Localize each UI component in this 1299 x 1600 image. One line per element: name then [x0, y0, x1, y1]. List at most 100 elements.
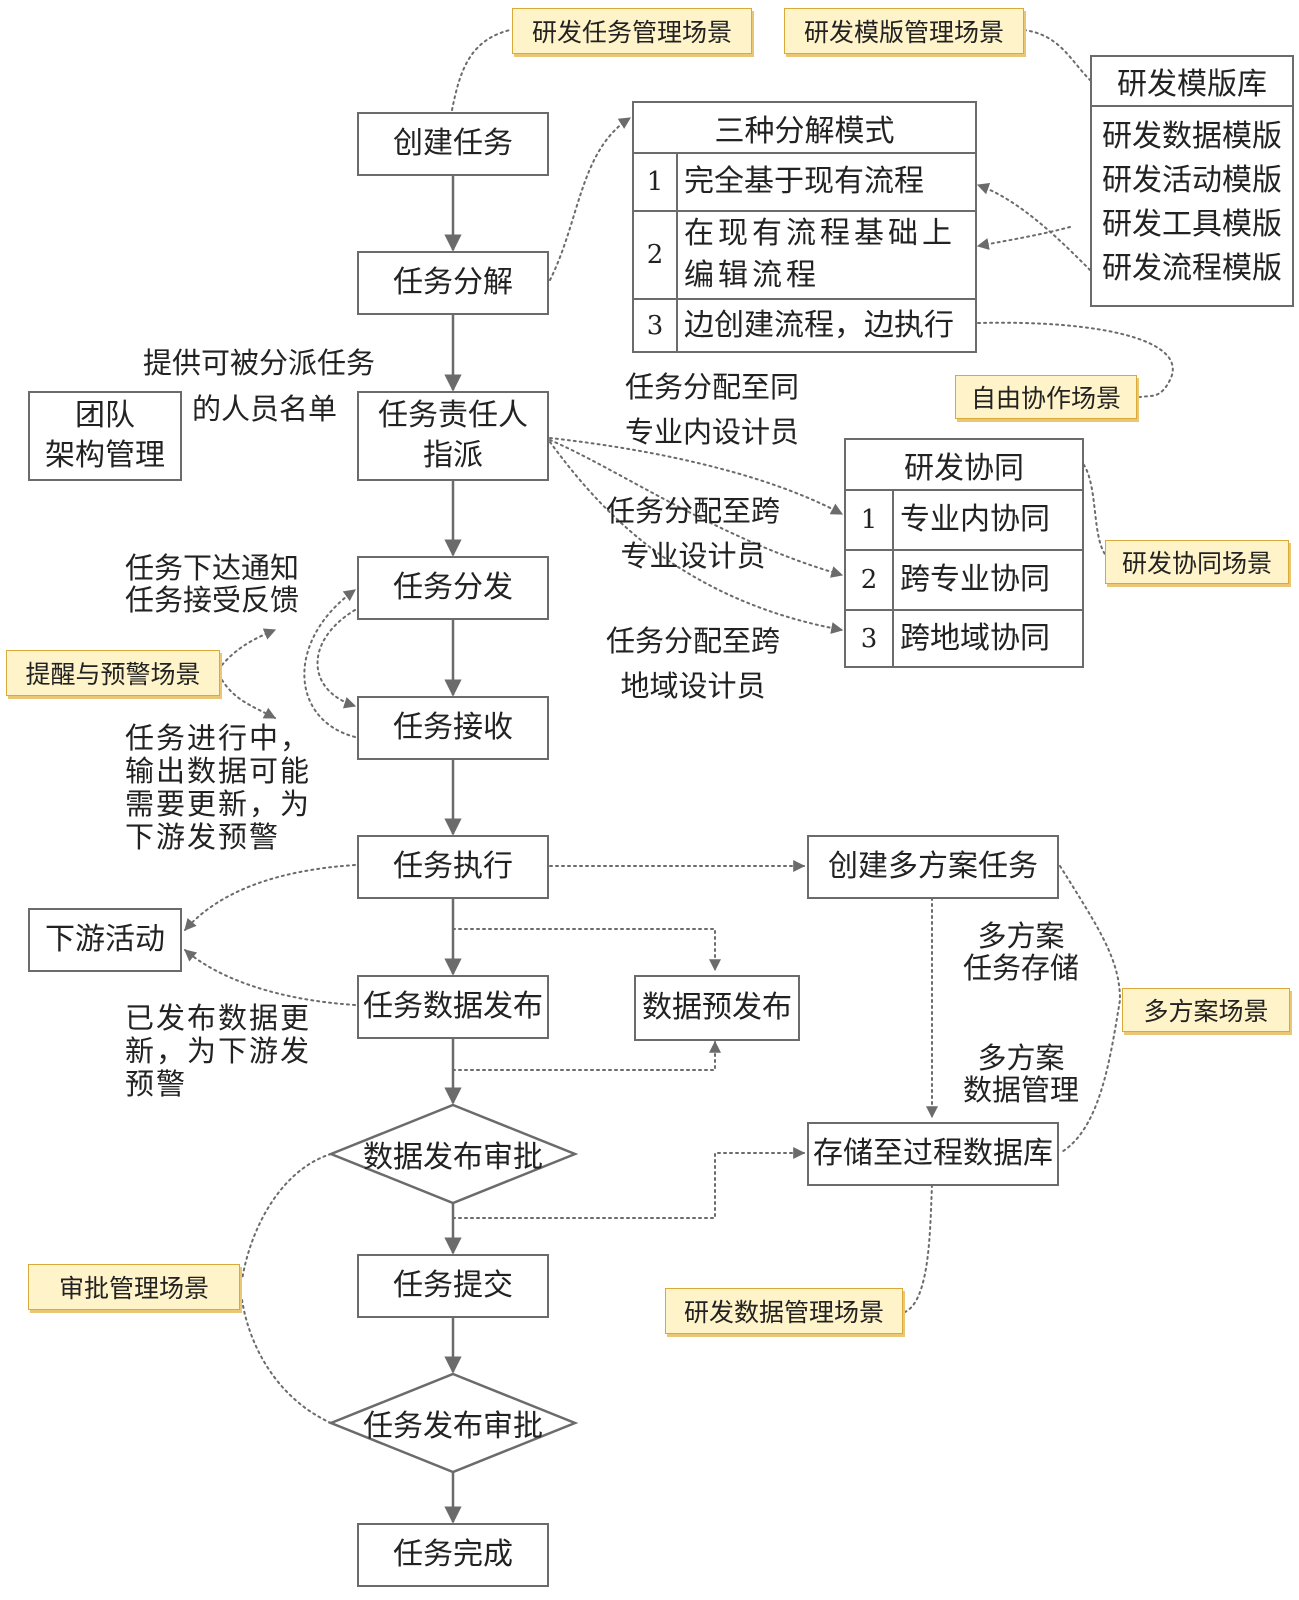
store-db-box: 存储至过程数据库: [807, 1122, 1059, 1186]
mode-text: 边创建流程，边执行: [684, 307, 954, 343]
task-approval-label: 任务发布审批: [363, 1409, 543, 1444]
collab-row: 1 专业内协同: [846, 491, 1082, 551]
library-item: 研发活动模版: [1102, 163, 1282, 198]
multi-data-line2: 数据管理: [963, 1073, 1080, 1108]
multi-data-line1: 多方案: [977, 1041, 1065, 1075]
downstream-box: 下游活动: [28, 908, 182, 972]
library-items: 研发数据模版 研发活动模版 研发工具模版 研发流程模版: [1092, 107, 1292, 291]
mode-num: 1: [634, 154, 678, 210]
collab-table: 研发协同 1 专业内协同 2 跨专业协同 3 跨地域协同: [844, 438, 1084, 668]
link-library-mode1: [976, 182, 1091, 271]
collab-num: 2: [846, 551, 894, 609]
collab-num: 1: [846, 491, 894, 549]
team-structure-box: 团队 架构管理: [28, 391, 182, 481]
link-collab-scene: [1079, 459, 1109, 559]
cross-major-line1: 任务分配至跨: [606, 494, 781, 528]
link-alert-progress: [221, 679, 277, 719]
assign-box: 任务责任人 指派: [357, 391, 549, 481]
same-major-label: 任务分配至同 专业内设计员: [625, 370, 799, 450]
template-library: 研发模版库 研发数据模版 研发活动模版 研发工具模版 研发流程模版: [1090, 55, 1294, 307]
mode-row: 3 边创建流程，边执行: [634, 300, 975, 351]
library-item: 研发工具模版: [1102, 207, 1282, 242]
link-alert-notify: [221, 628, 277, 666]
modes-table: 三种分解模式 1 完全基于现有流程 2 在现有流程基础上编辑流程 3 边创建流程…: [632, 101, 977, 353]
team-line2: 架构管理: [45, 438, 165, 473]
collab-text: 跨地域协同: [900, 620, 1050, 656]
scene-task-mgmt: 研发任务管理场景: [512, 8, 752, 54]
link-approval-scene-top: [241, 1153, 332, 1281]
notify-line1: 任务下达通知: [125, 551, 300, 585]
multi-task-box: 创建多方案任务: [807, 835, 1059, 899]
mode-row: 2 在现有流程基础上编辑流程: [634, 212, 975, 300]
same-major-line2: 专业内设计员: [625, 414, 800, 449]
link-multi-scene: [1059, 865, 1122, 1154]
team-line1: 团队: [75, 397, 135, 433]
mode-num: 3: [634, 300, 678, 351]
diamond-data-approval: [327, 1103, 579, 1205]
link-approval-scene-bottom: [241, 1299, 332, 1424]
assign-line1: 任务责任人: [378, 397, 528, 433]
link-assign-collab1: [549, 437, 844, 515]
link-taskmgmt-create: [451, 29, 511, 111]
notify-label: 任务下达通知 任务接受反馈: [125, 552, 299, 617]
mode-text: 在现有流程基础上编辑流程: [684, 216, 956, 293]
cross-region-label: 任务分配至跨 地域设计员: [606, 624, 780, 704]
cross-major-line2: 专业设计员: [620, 538, 766, 573]
dispatch-box: 任务分发: [357, 556, 549, 620]
collab-row: 2 跨专业协同: [846, 551, 1082, 611]
modes-title: 三种分解模式: [634, 103, 975, 154]
roster-label-line2: 的人员名单: [192, 392, 338, 426]
published-label: 已发布数据更 新，为下游发 预警: [125, 1001, 312, 1101]
multi-store-line2: 任务存储: [963, 951, 1080, 986]
progress-line: 需要更新，为: [125, 787, 312, 822]
link-loop-dispatch-receive: [316, 609, 357, 709]
notify-line2: 任务接受反馈: [125, 583, 300, 618]
library-item: 研发数据模版: [1102, 119, 1282, 154]
progress-line: 输出数据可能: [125, 754, 312, 789]
receive-box: 任务接收: [357, 696, 549, 760]
pre-publish-box: 数据预发布: [634, 975, 800, 1041]
scene-template-mgmt: 研发模版管理场景: [784, 8, 1024, 54]
link-decompose-modes: [549, 117, 632, 281]
progress-label: 任务进行中， 输出数据可能 需要更新，为 下游发预警: [125, 721, 312, 855]
collab-text: 专业内协同: [900, 502, 1050, 537]
link-execute-downstream: [184, 864, 356, 931]
published-line: 新，为下游发: [125, 1034, 312, 1069]
same-major-line1: 任务分配至同: [625, 370, 800, 404]
roster-label-line1: 提供可被分派任务: [143, 346, 376, 380]
data-publish-box: 任务数据发布: [357, 975, 549, 1039]
multi-store-label: 多方案 任务存储: [963, 920, 1079, 985]
library-item: 研发流程模版: [1102, 251, 1282, 286]
link-template-library: [1023, 29, 1091, 81]
diamond-task-approval: [327, 1372, 579, 1474]
collab-text: 跨专业协同: [900, 562, 1050, 597]
link-pre-publish-bottom: [452, 1040, 721, 1071]
library-title: 研发模版库: [1092, 57, 1292, 107]
link-publish-downstream: [184, 949, 356, 1006]
data-approval-label: 数据发布审批: [363, 1140, 543, 1175]
scene-free-collab: 自由协作场景: [955, 375, 1137, 419]
assign-line2: 指派: [423, 438, 483, 473]
link-approval-store: [452, 1147, 806, 1219]
cross-major-label: 任务分配至跨 专业设计员: [606, 494, 780, 574]
link-loop-receive-dispatch: [303, 589, 356, 738]
link-assign-collab3: [549, 441, 844, 634]
collab-row: 3 跨地域协同: [846, 611, 1082, 666]
multi-data-label: 多方案 数据管理: [963, 1042, 1079, 1107]
link-assign-collab2: [549, 439, 844, 578]
cross-region-line2: 地域设计员: [620, 668, 766, 703]
create-task-box: 创建任务: [357, 112, 549, 176]
scene-multi: 多方案场景: [1122, 988, 1290, 1032]
link-library-mode2: [976, 226, 1071, 250]
link-mode3-free: [977, 321, 1174, 398]
decompose-box: 任务分解: [357, 251, 549, 315]
execute-box: 任务执行: [357, 835, 549, 899]
scene-approval: 审批管理场景: [28, 1264, 240, 1310]
progress-line: 下游发预警: [125, 820, 281, 855]
submit-box: 任务提交: [357, 1254, 549, 1318]
progress-line: 任务进行中，: [125, 721, 312, 755]
mode-text: 完全基于现有流程: [684, 164, 924, 199]
multi-store-line1: 多方案: [977, 919, 1065, 953]
